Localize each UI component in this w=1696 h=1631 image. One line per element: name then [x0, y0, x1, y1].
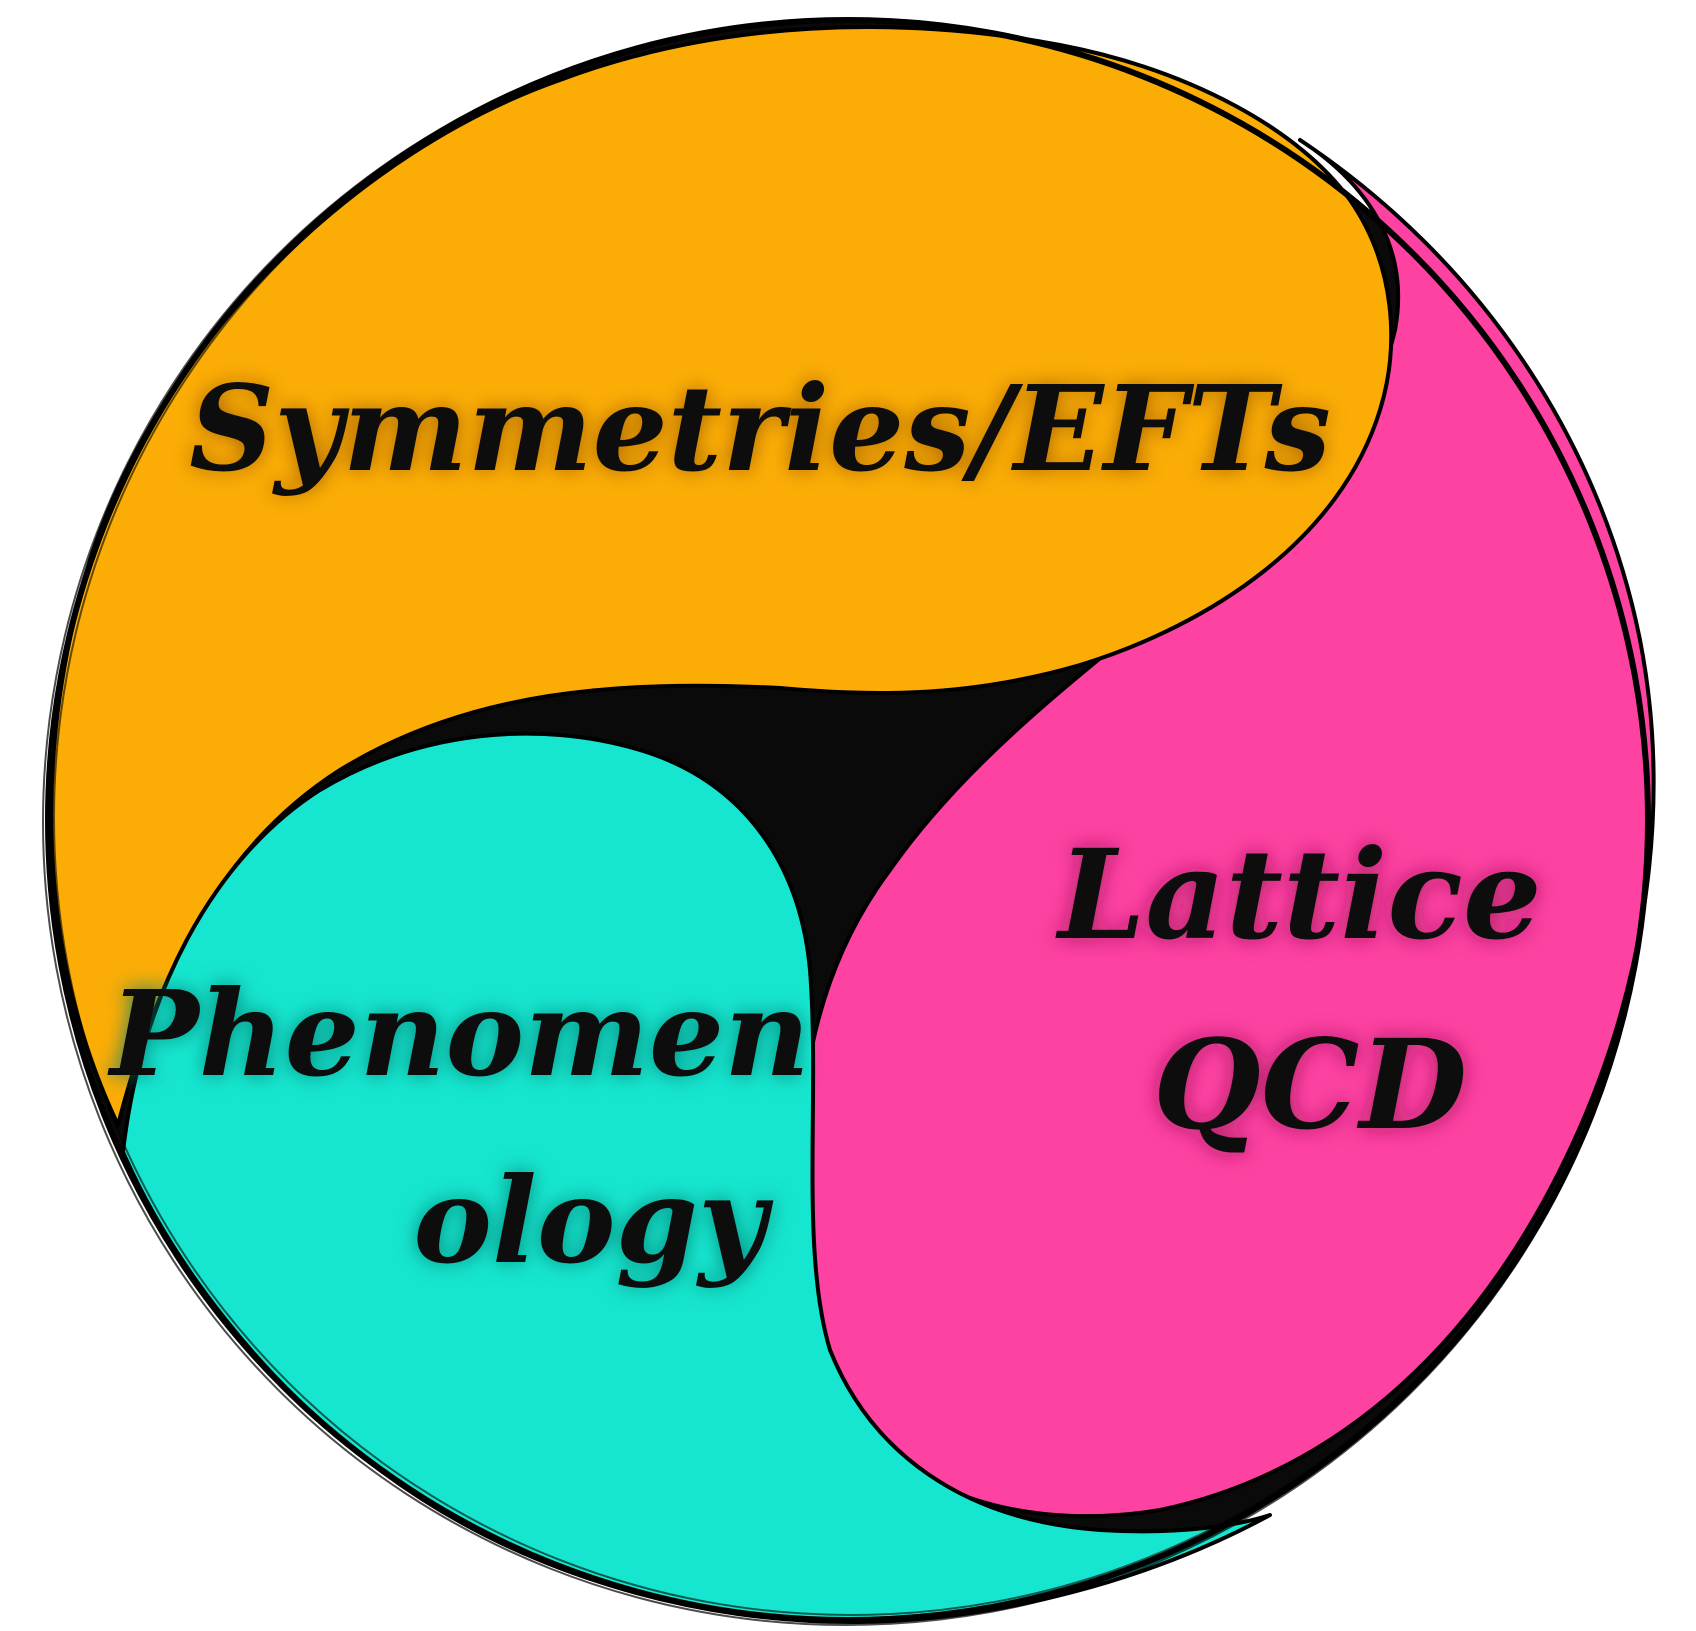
outer-ring-sketch: [42, 18, 1650, 1626]
outer-ring-sketch-2: [53, 20, 1649, 1616]
lattice-label: Lattice: [1055, 823, 1542, 968]
qcd-label: QCD: [1153, 1013, 1467, 1158]
symmetries-efts-label: Symmetries/EFTs: [189, 359, 1331, 498]
phenomenology-label-line1: Phenomen: [107, 964, 810, 1103]
phenomenology-label-line2: ology: [413, 1151, 774, 1290]
